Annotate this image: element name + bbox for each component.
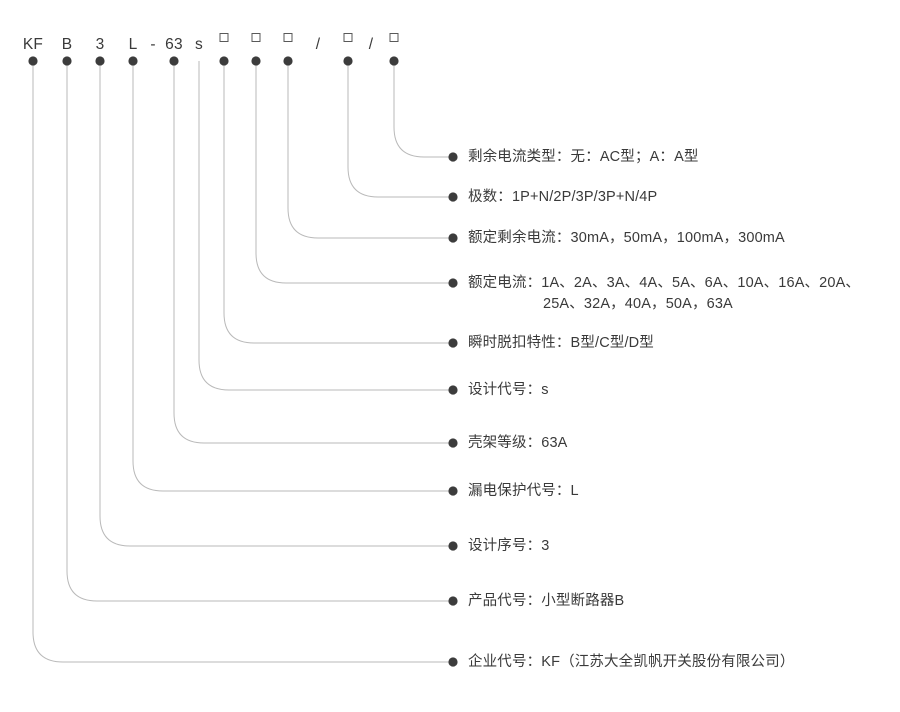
label-bullet-dot: [448, 192, 458, 202]
callout-residual-current-type: 剩余电流类型：无：AC型；A：A型: [468, 147, 699, 168]
connector-callout-rated-current: [255, 65, 453, 284]
callout-frame-rating: 壳架等级：63A: [468, 433, 568, 454]
connector-callout-rated-residual-current: [287, 65, 453, 239]
callout-line: 瞬时脱扣特性：B型/C型/D型: [468, 335, 654, 351]
callout-line: 企业代号：KF（江苏大全凯帆开关股份有限公司）: [468, 654, 795, 670]
code-char-s: s: [195, 36, 203, 53]
connector-callout-enterprise-code: [32, 65, 453, 663]
code-anchor-dot: [95, 56, 105, 66]
connector-callout-leakage-protection-code: [132, 65, 453, 492]
connector-callout-product-code: [66, 65, 453, 602]
callout-design-code: 设计代号：s: [468, 380, 549, 401]
label-bullet-dot: [448, 338, 458, 348]
label-bullet-dot: [448, 152, 458, 162]
code-anchor-dot: [389, 56, 399, 66]
code-char-sl1: /: [315, 36, 321, 53]
code-anchor-dot: [343, 56, 353, 66]
connector-callout-design-code: [198, 61, 453, 391]
callout-rated-current: 额定电流：1A、2A、3A、4A、5A、6A、10A、16A、20A、 25A、3…: [468, 273, 860, 315]
label-bullet-dot: [448, 486, 458, 496]
callout-line: 额定剩余电流：30mA，50mA，100mA，300mA: [468, 230, 785, 246]
callout-product-code: 产品代号：小型断路器B: [468, 591, 624, 612]
label-bullet-dot: [448, 541, 458, 551]
label-bullet-dot: [448, 657, 458, 667]
connector-callout-residual-current-type: [393, 65, 453, 158]
code-char-sl2: /: [368, 36, 374, 53]
connector-callout-instantaneous-trip: [223, 65, 453, 344]
callout-line: 设计序号：3: [468, 538, 550, 554]
code-anchor-dot: [28, 56, 38, 66]
label-bullet-dot: [448, 233, 458, 243]
callout-leakage-protection-code: 漏电保护代号：L: [468, 481, 579, 502]
callout-line: 漏电保护代号：L: [468, 483, 579, 499]
callout-line: 设计代号：s: [468, 382, 549, 398]
code-anchor-dot: [169, 56, 179, 66]
label-bullet-dot: [448, 278, 458, 288]
code-char-3: 3: [95, 36, 105, 53]
code-anchor-dot: [128, 56, 138, 66]
callout-pole-number: 极数：1P+N/2P/3P/3P+N/4P: [468, 187, 657, 208]
connector-callout-design-serial: [99, 65, 453, 547]
label-bullet-dot: [448, 596, 458, 606]
callout-design-serial: 设计序号：3: [468, 536, 549, 557]
code-placeholder-box: [219, 33, 229, 42]
callout-instantaneous-trip: 瞬时脱扣特性：B型/C型/D型: [468, 333, 654, 354]
callout-line: 额定电流：1A、2A、3A、4A、5A、6A、10A、16A、20A、: [468, 275, 861, 291]
code-anchor-dot: [62, 56, 72, 66]
code-anchor-dot: [251, 56, 261, 66]
callout-line: 剩余电流类型：无：AC型；A：A型: [468, 149, 699, 165]
code-placeholder-box: [251, 33, 261, 42]
code-placeholder-box: [283, 33, 293, 42]
callout-enterprise-code: 企业代号：KF（江苏大全凯帆开关股份有限公司）: [468, 652, 794, 673]
code-placeholder-box: [389, 33, 399, 42]
callout-rated-residual-current: 额定剩余电流：30mA，50mA，100mA，300mA: [468, 228, 785, 249]
callout-line: 极数：1P+N/2P/3P/3P+N/4P: [468, 189, 658, 205]
code-char-63: 63: [165, 36, 183, 53]
label-bullet-dot: [448, 438, 458, 448]
connector-callout-frame-rating: [173, 65, 453, 444]
code-placeholder-box: [343, 33, 353, 42]
code-char-l: L: [128, 36, 138, 53]
callout-line: 产品代号：小型断路器B: [468, 593, 625, 609]
code-anchor-dot: [283, 56, 293, 66]
connector-callout-pole-number: [347, 65, 453, 198]
code-anchor-dot: [219, 56, 229, 66]
code-char-dash: -: [150, 36, 156, 53]
label-bullet-dot: [448, 385, 458, 395]
callout-line: 25A、32A，40A，50A，63A: [543, 296, 733, 312]
code-char-kf: KF: [22, 36, 44, 53]
callout-line: 壳架等级：63A: [468, 435, 568, 451]
code-char-b: B: [61, 36, 73, 53]
